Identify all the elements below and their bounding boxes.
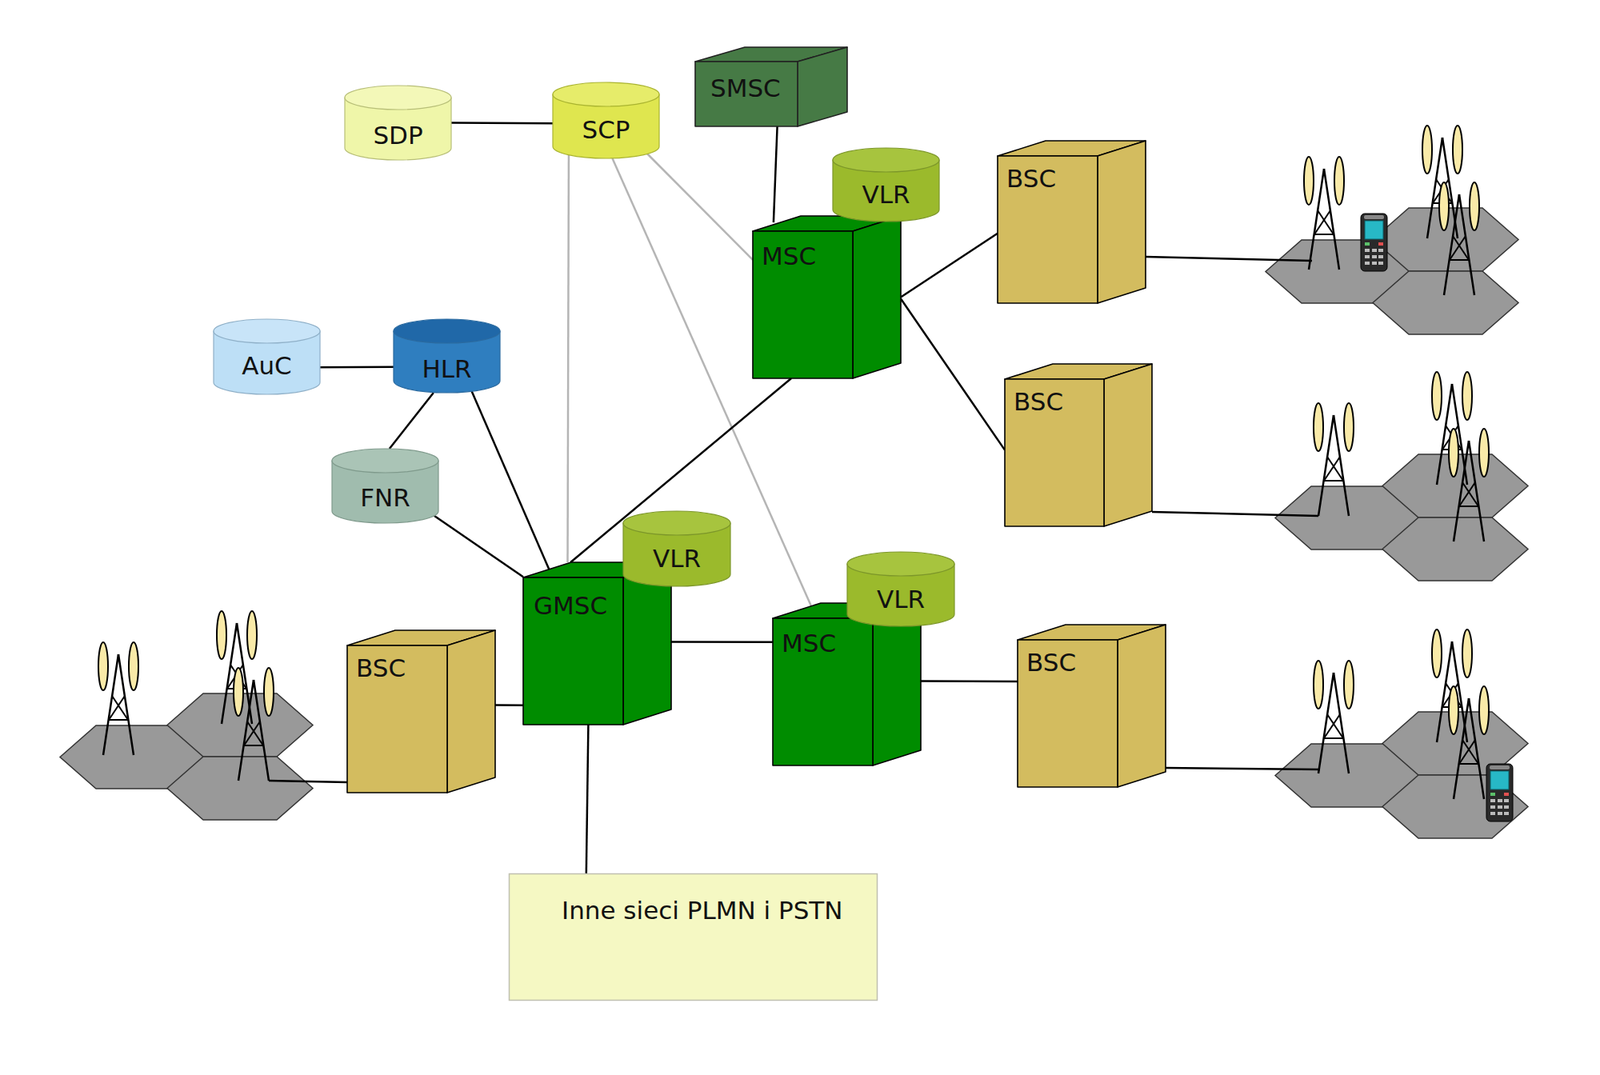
database-cylinder: AuC: [213, 319, 320, 395]
connector-line: [671, 640, 773, 644]
switch-box: GMSC: [523, 562, 672, 725]
connector-line: [570, 378, 792, 563]
mobile-phone: [1486, 764, 1513, 822]
server-box: SMSC: [695, 47, 848, 127]
node-label: MSC: [781, 628, 836, 658]
node-label: BSC: [1006, 164, 1056, 193]
connector-line: [900, 299, 1005, 451]
connector-line: [568, 150, 569, 563]
box-side-face: [447, 630, 496, 793]
switch-box: MSC: [772, 603, 921, 766]
connector-line: [434, 516, 524, 578]
node-label: SMSC: [710, 73, 781, 103]
box-front-face: [695, 61, 798, 127]
database-cylinder: VLR: [847, 552, 955, 627]
cylinder-top: [344, 85, 452, 110]
radio-link-wire: [268, 780, 348, 783]
box-outline: [508, 873, 878, 1001]
controller-box: BSC: [347, 630, 496, 793]
connector-line: [314, 366, 394, 369]
box-front-face: [772, 618, 873, 766]
box-front-face: [1017, 640, 1118, 788]
connector-line: [586, 724, 589, 874]
mobile-phone: [1360, 213, 1388, 272]
box-front-face: [752, 231, 853, 379]
box-side-face: [1097, 140, 1146, 304]
cylinder-top: [552, 82, 660, 107]
cell-cluster: [1275, 372, 1528, 581]
box-top-face: [523, 562, 672, 578]
node-label: VLR: [623, 544, 731, 573]
radio-link-wire: [1145, 256, 1312, 261]
database-cylinder: HLR: [393, 319, 500, 393]
radio-link-wire: [1165, 768, 1320, 770]
node-label: SCP: [552, 115, 660, 144]
node-label: Inne sieci PLMN i PSTN: [561, 896, 843, 925]
node-label: BSC: [1026, 648, 1076, 677]
radio-link-wire: [1152, 512, 1319, 516]
connector-line: [495, 704, 524, 707]
network-box: Inne sieci PLMN i PSTN: [508, 873, 878, 1001]
node-label: BSC: [356, 653, 406, 683]
node-label: VLR: [847, 584, 955, 614]
box-side-face: [1117, 624, 1166, 788]
box-top-face: [772, 603, 921, 619]
cylinder-top: [623, 511, 731, 536]
node-label: FNR: [332, 483, 439, 512]
database-cylinder: VLR: [832, 148, 940, 222]
cylinder-top: [847, 552, 955, 576]
box-side-face: [872, 603, 921, 766]
box-body: [509, 874, 878, 1001]
switch-box: MSC: [752, 216, 901, 379]
box-outline: [772, 603, 921, 766]
box-front-face: [997, 156, 1098, 304]
node-label: GMSC: [533, 591, 608, 620]
box-side-face: [623, 562, 672, 725]
cylinder-top: [213, 319, 320, 344]
box-outline: [523, 562, 672, 725]
box-side-face: [1104, 364, 1152, 527]
cell-cluster: [60, 611, 313, 820]
connector-line: [900, 233, 998, 298]
box-side-face: [852, 216, 901, 379]
cylinder-top: [332, 448, 439, 473]
connector-line: [451, 121, 553, 124]
controller-box: BSC: [997, 140, 1146, 304]
connector-line: [468, 385, 552, 575]
connector-line: [773, 126, 778, 223]
node-label: SDP: [344, 120, 452, 150]
box-outline: [752, 216, 901, 379]
database-cylinder: FNR: [332, 448, 439, 524]
box-front-face: [523, 577, 624, 725]
node-label: AuC: [213, 351, 320, 380]
node-label: HLR: [393, 354, 500, 384]
database-cylinder: VLR: [623, 511, 731, 587]
cell-cluster: [1265, 125, 1519, 335]
box-front-face: [1004, 379, 1104, 527]
controller-box: BSC: [1004, 364, 1152, 527]
node-label: BSC: [1013, 387, 1064, 416]
box-side-face: [797, 47, 848, 127]
node-label: MSC: [761, 241, 816, 271]
cylinder-top: [393, 319, 500, 344]
cylinder-top: [832, 148, 940, 172]
database-cylinder: SCP: [552, 82, 660, 159]
controller-box: BSC: [1017, 624, 1166, 788]
connector-line: [389, 392, 434, 449]
connector-line: [644, 151, 753, 260]
database-cylinder: SDP: [344, 85, 452, 160]
box-front-face: [347, 645, 448, 793]
cell-cluster: [1275, 629, 1528, 839]
connector-line: [920, 680, 1018, 683]
node-label: VLR: [832, 180, 940, 209]
